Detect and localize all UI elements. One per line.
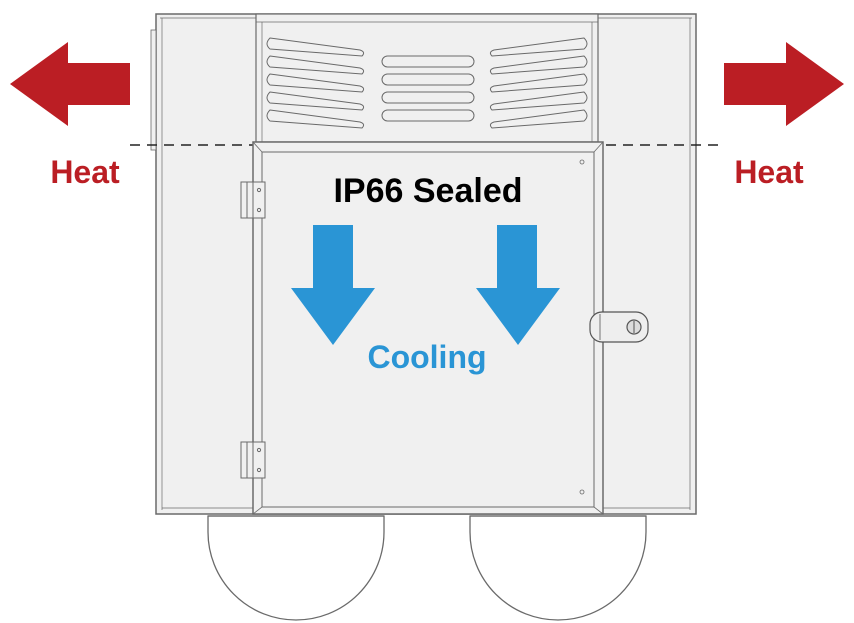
- center-louver-slots: [381, 55, 475, 122]
- left-dome: [207, 515, 385, 621]
- right-dome: [469, 515, 647, 621]
- heat-left-arrow-icon: [10, 42, 130, 126]
- bottom-domes: [207, 515, 647, 621]
- heat-right-label: Heat: [734, 154, 804, 190]
- heat-left-label: Heat: [50, 154, 120, 190]
- louver-hood: [255, 13, 599, 143]
- ip66-sealed-label: IP66 Sealed: [333, 172, 522, 210]
- heat-right-arrow-icon: [724, 42, 844, 126]
- left-louver-slots: [266, 37, 365, 129]
- upper-hinge-icon: [240, 181, 266, 219]
- cooling-right-arrow-icon: [476, 225, 560, 345]
- cooling-left-arrow-icon: [291, 225, 375, 345]
- door-latch-icon: [589, 311, 649, 343]
- lower-hinge-icon: [240, 441, 266, 479]
- right-louver-slots: [489, 37, 588, 129]
- cabinet-door: [252, 141, 604, 515]
- cooling-label: Cooling: [367, 339, 486, 375]
